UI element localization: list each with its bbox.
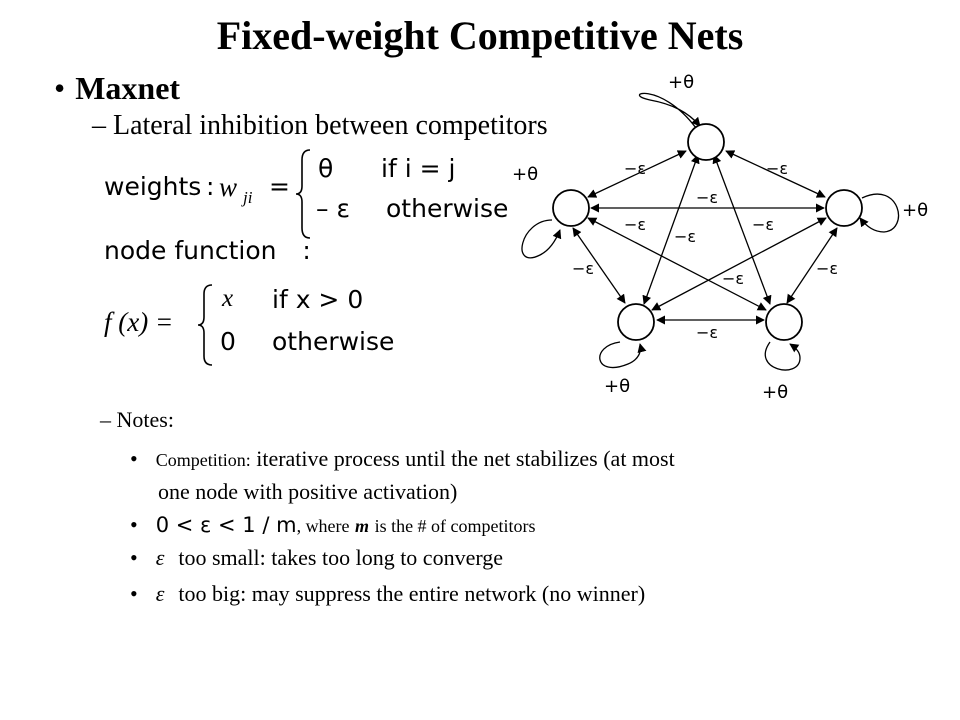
label-edge-top-left: −ε [624,159,646,178]
range-rest: is the # of competitors [374,516,536,536]
maxnet-heading: •Maxnet [54,70,180,107]
bullet: • [130,545,138,570]
small-text: too small: takes too long to converge [178,545,504,570]
competition-text: iterative process until the net stabiliz… [256,446,675,471]
label-edge-left-bottomright: −ε [722,269,744,288]
range-math: 0 < ε < 1 / m [155,513,297,537]
dash: – [100,407,111,432]
label-self-top: +θ [668,72,694,93]
node-function-label: node function [104,236,277,265]
big-text: too big: may suppress the entire network… [178,581,646,606]
node-top [687,123,725,161]
label-edge-left-right: −ε [696,188,718,207]
label-edge-bottom: −ε [696,323,718,342]
weights-w: w [219,172,238,202]
node-right [825,189,863,227]
maxnet-diagram: +θ +θ +θ +θ +θ −ε −ε −ε −ε −ε −ε −ε −ε −… [512,72,928,403]
self-loop-left [521,219,562,259]
lateral-text: Lateral inhibition between competitors [113,110,548,141]
bullet: • [130,446,138,471]
weights-case1-value: θ [318,154,334,183]
label-edge-top-right: −ε [766,159,788,178]
node-function-case2-value: 0 [220,327,236,356]
notes-heading: – Notes: [100,407,174,433]
weights-brace [295,149,311,239]
slide-title: Fixed-weight Competitive Nets [216,13,744,58]
weights-case2-value: – ε [316,194,350,223]
weights-case1-condition: if i = j [381,154,456,183]
node-function-case1-value: x [222,285,234,312]
label-self-bottomleft: +θ [604,376,630,397]
label-edge-right-bottomleft: −ε [674,227,696,246]
epsilon-symbol: ε [155,581,165,606]
self-loop-bottomleft [599,341,647,369]
lateral-inhibition-line: – Lateral inhibition between competitors [92,110,548,142]
bullet: • [130,581,138,606]
node-left [552,189,590,227]
range-text: , where [296,516,350,536]
note-epsilon-range: • 0 < ε < 1 / m, where m is the # of comp… [130,512,536,538]
node-function-formula: f (x) = x if x > 0 0 otherwise [104,284,395,366]
note-epsilon-small: • ε too small: takes too long to converge [130,545,503,571]
label-edge-top-bottomleft: −ε [624,215,646,234]
node-function-case2-condition: otherwise [272,327,395,356]
label-self-right: +θ [902,200,928,221]
node-bottom-right [765,303,803,341]
edge-right-bottomleft [651,217,827,311]
notes-label: Notes: [116,407,174,432]
node-function-brace [197,284,213,366]
self-loop-bottomright [764,341,801,371]
bullet: • [130,512,138,537]
weights-equals: = [269,172,290,201]
node-function-lhs: f (x) = [104,307,174,337]
note-epsilon-big: • ε too big: may suppress the entire netwo… [130,581,645,607]
bullet: • [54,70,66,106]
weights-colon: : [206,172,215,201]
weights-label: weights [104,172,202,201]
label-edge-left-bottomleft: −ε [572,259,594,278]
dash: – [92,110,106,141]
node-function-colon: : [302,236,311,265]
label-edge-right-bottomright: −ε [816,259,838,278]
weights-subscript: ji [243,188,253,207]
competition-prefix: Competition: [155,450,251,470]
node-function-heading: node function : [104,236,311,265]
node-function-case1-condition: if x > 0 [272,285,364,314]
label-edge-top-bottomright: −ε [752,215,774,234]
self-loop-top [638,92,701,129]
label-self-left: +θ [512,164,538,185]
range-m: m [355,516,370,536]
weights-case2-condition: otherwise [386,194,509,223]
maxnet-label: Maxnet [75,70,181,106]
note-competition-cont: one node with positive activation) [158,479,458,504]
epsilon-symbol: ε [155,545,165,570]
node-bottom-left [617,303,655,341]
note-competition: • Competition: iterative process until th… [130,446,675,472]
label-self-bottomright: +θ [762,382,788,403]
weights-formula: weights : w ji = θ if i = j – ε otherwis… [104,149,508,239]
self-loop-right [859,193,900,233]
